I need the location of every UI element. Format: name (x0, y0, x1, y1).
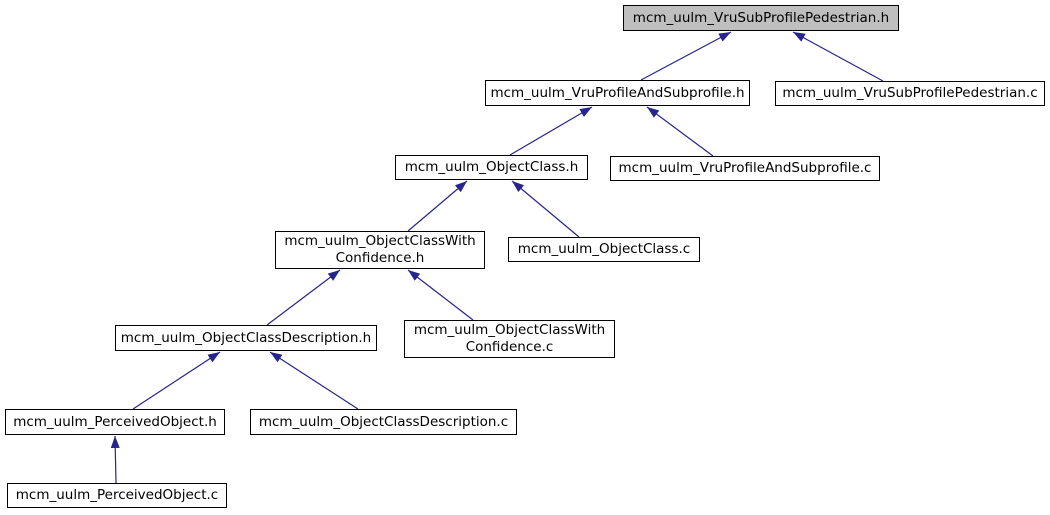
graph-node-object-class-description-h[interactable]: mcm_uulm_ObjectClassDescription.h (115, 325, 377, 351)
edge-perceived-object-c-to-perceived-object-h (110, 435, 120, 484)
node-label-line: mcm_uulm_ObjectClassWith (284, 233, 476, 249)
graph-node-perceived-object-c[interactable]: mcm_uulm_PerceivedObject.c (7, 483, 227, 508)
edge-object-class-description-c-to-object-class-description-h (269, 351, 359, 410)
node-label-line: mcm_uulm_VruSubProfilePedestrian.c (782, 85, 1038, 101)
edge-object-class-h-to-vru-profile-and-subprofile-h (509, 106, 593, 156)
edge-object-class-c-to-object-class-h (511, 180, 580, 238)
edge-vru-subprofile-pedestrian-c-to-vru-subprofile-pedestrian-h (792, 31, 884, 82)
node-label-line: mcm_uulm_VruProfileAndSubprofile.h (490, 84, 745, 101)
graph-node-object-class-h[interactable]: mcm_uulm_ObjectClass.h (395, 155, 588, 180)
graph-node-perceived-object-h[interactable]: mcm_uulm_PerceivedObject.h (5, 409, 225, 435)
graph-node-object-class-c[interactable]: mcm_uulm_ObjectClass.c (508, 237, 700, 262)
graph-node-vru-subprofile-pedestrian-c[interactable]: mcm_uulm_VruSubProfilePedestrian.c (775, 81, 1045, 106)
edge-object-class-description-h-to-object-class-with-confidence-h (266, 269, 341, 326)
node-label-line: mcm_uulm_VruProfileAndSubprofile.c (618, 160, 872, 176)
edge-object-class-with-confidence-h-to-object-class-h (407, 180, 468, 232)
edge-vru-profile-and-subprofile-c-to-vru-profile-and-subprofile-h (646, 106, 714, 157)
node-label-line: mcm_uulm_ObjectClassDescription.c (258, 413, 509, 430)
node-label-line: mcm_uulm_ObjectClass.c (517, 241, 691, 257)
node-label-line: mcm_uulm_ObjectClassDescription.h (120, 329, 372, 346)
graph-node-vru-subprofile-pedestrian-h[interactable]: mcm_uulm_VruSubProfilePedestrian.h (623, 5, 899, 31)
graph-node-vru-profile-and-subprofile-c[interactable]: mcm_uulm_VruProfileAndSubprofile.c (610, 156, 880, 181)
edge-object-class-with-confidence-c-to-object-class-with-confidence-h (407, 269, 474, 321)
graph-node-vru-profile-and-subprofile-h[interactable]: mcm_uulm_VruProfileAndSubprofile.h (485, 80, 750, 106)
node-label-line: mcm_uulm_ObjectClassWith (413, 322, 606, 338)
node-label-line: mcm_uulm_VruSubProfilePedestrian.h (632, 9, 890, 26)
graph-node-object-class-description-c[interactable]: mcm_uulm_ObjectClassDescription.c (250, 409, 517, 435)
node-label-line: mcm_uulm_PerceivedObject.c (15, 487, 219, 503)
node-label-line: mcm_uulm_PerceivedObject.h (13, 413, 217, 430)
node-label-line: mcm_uulm_ObjectClass.h (404, 159, 579, 175)
node-label-line: Confidence.c (465, 339, 554, 355)
node-label-line: Confidence.h (335, 250, 425, 266)
edge-perceived-object-h-to-object-class-description-h (132, 351, 221, 410)
edge-vru-profile-and-subprofile-h-to-vru-subprofile-pedestrian-h (640, 31, 732, 81)
